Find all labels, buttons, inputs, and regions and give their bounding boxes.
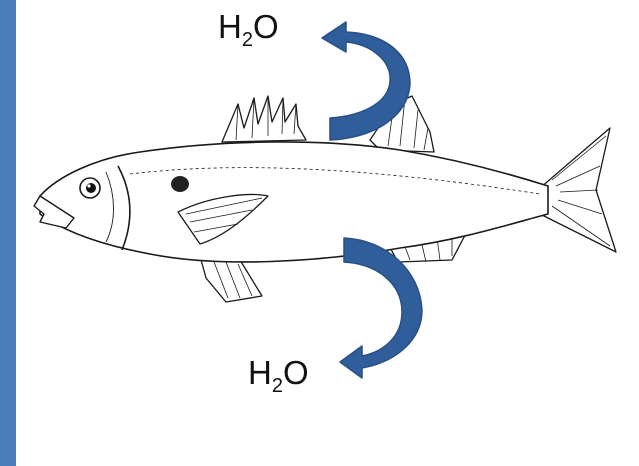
water-label-bottom-o: O: [283, 354, 309, 391]
water-label-top-h: H: [218, 8, 242, 45]
water-label-top: H2O: [218, 10, 279, 43]
water-label-bottom: H2O: [248, 356, 309, 389]
fish-icon: [34, 96, 616, 302]
water-label-bottom-subscript: 2: [272, 375, 283, 397]
water-label-bottom-h: H: [248, 354, 272, 391]
water-label-top-subscript: 2: [242, 29, 253, 51]
water-label-top-o: O: [253, 8, 279, 45]
